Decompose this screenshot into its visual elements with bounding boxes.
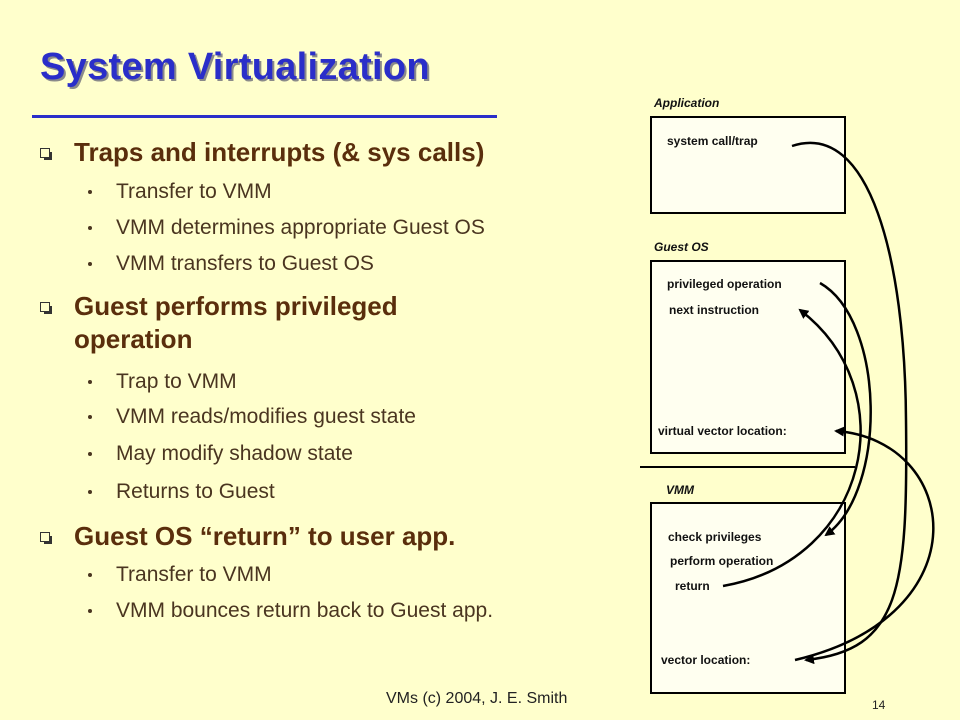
page-number: 14 <box>872 698 886 712</box>
dot-bullet-icon <box>88 452 92 456</box>
perform-operation-text: perform operation <box>670 554 774 568</box>
system-call-trap-text: system call/trap <box>667 134 758 148</box>
square-bullet-icon <box>40 302 52 314</box>
sub-bullet-text: May modify shadow state <box>116 442 353 465</box>
sub-bullet-text: Returns to Guest <box>116 480 275 503</box>
sub-bullet-text: Transfer to VMM <box>116 563 272 586</box>
next-instruction-text: next instruction <box>669 303 760 317</box>
sub-bullet-text: VMM determines appropriate Guest OS <box>116 216 485 239</box>
privileged-to-check-arrow <box>819 281 872 537</box>
guest-os-box <box>650 260 846 454</box>
return-to-next-instruction-arrow <box>722 308 862 588</box>
main-bullet-text: Traps and interrupts (& sys calls) <box>74 137 485 167</box>
privileged-operation-text: privileged operation <box>667 277 782 291</box>
check-privileges-text: check privileges <box>668 530 762 544</box>
sub-bullet-text: Transfer to VMM <box>116 180 272 203</box>
sub-bullet: Returns to Guest <box>88 480 275 504</box>
main-bullet-1: Traps and interrupts (& sys calls) <box>40 136 484 169</box>
main-bullet-text: Guest performs privileged operation <box>74 291 398 354</box>
dot-bullet-icon <box>88 226 92 230</box>
sub-bullet: VMM transfers to Guest OS <box>88 252 374 276</box>
sub-bullet: VMM determines appropriate Guest OS <box>88 216 485 240</box>
virtual-vector-location-text: virtual vector location: <box>658 424 787 438</box>
sub-bullet: VMM bounces return back to Guest app. <box>88 599 493 623</box>
dot-bullet-icon <box>88 190 92 194</box>
sub-bullet-text: VMM reads/modifies guest state <box>116 405 416 428</box>
vmm-separator-line <box>640 466 855 468</box>
sub-bullet: Transfer to VMM <box>88 563 272 587</box>
application-label: Application <box>654 96 720 110</box>
dot-bullet-icon <box>88 262 92 266</box>
square-bullet-icon <box>40 148 52 160</box>
return-text: return <box>675 579 710 593</box>
footer-text: VMs (c) 2004, J. E. Smith <box>386 690 568 707</box>
dot-bullet-icon <box>88 490 92 494</box>
trap-to-vector-arrow <box>791 141 908 665</box>
vector-to-virtual-vector-arrow <box>794 426 935 662</box>
vector-location-text: vector location: <box>661 653 751 667</box>
sub-bullet-text: Trap to VMM <box>116 370 237 393</box>
sub-bullet: May modify shadow state <box>88 442 353 466</box>
sub-bullet: Transfer to VMM <box>88 180 272 204</box>
main-bullet-text: Guest OS “return” to user app. <box>74 521 456 551</box>
sub-bullet-text: VMM transfers to Guest OS <box>116 252 374 275</box>
sub-bullet-text: VMM bounces return back to Guest app. <box>116 599 494 622</box>
sub-bullet: Trap to VMM <box>88 370 237 394</box>
main-bullet-3: Guest OS “return” to user app. <box>40 520 455 553</box>
square-bullet-icon <box>40 532 52 544</box>
dot-bullet-icon <box>88 573 92 577</box>
guest-os-label: Guest OS <box>654 240 709 254</box>
dot-bullet-icon <box>88 415 92 419</box>
dot-bullet-icon <box>88 380 92 384</box>
application-box <box>650 116 846 214</box>
sub-bullet: VMM reads/modifies guest state <box>88 405 416 429</box>
vmm-label: VMM <box>666 483 694 497</box>
main-bullet-2: Guest performs privileged operation <box>40 290 510 356</box>
slide-title: System Virtualization <box>40 46 430 88</box>
dot-bullet-icon <box>88 609 92 613</box>
title-underline <box>32 115 497 118</box>
